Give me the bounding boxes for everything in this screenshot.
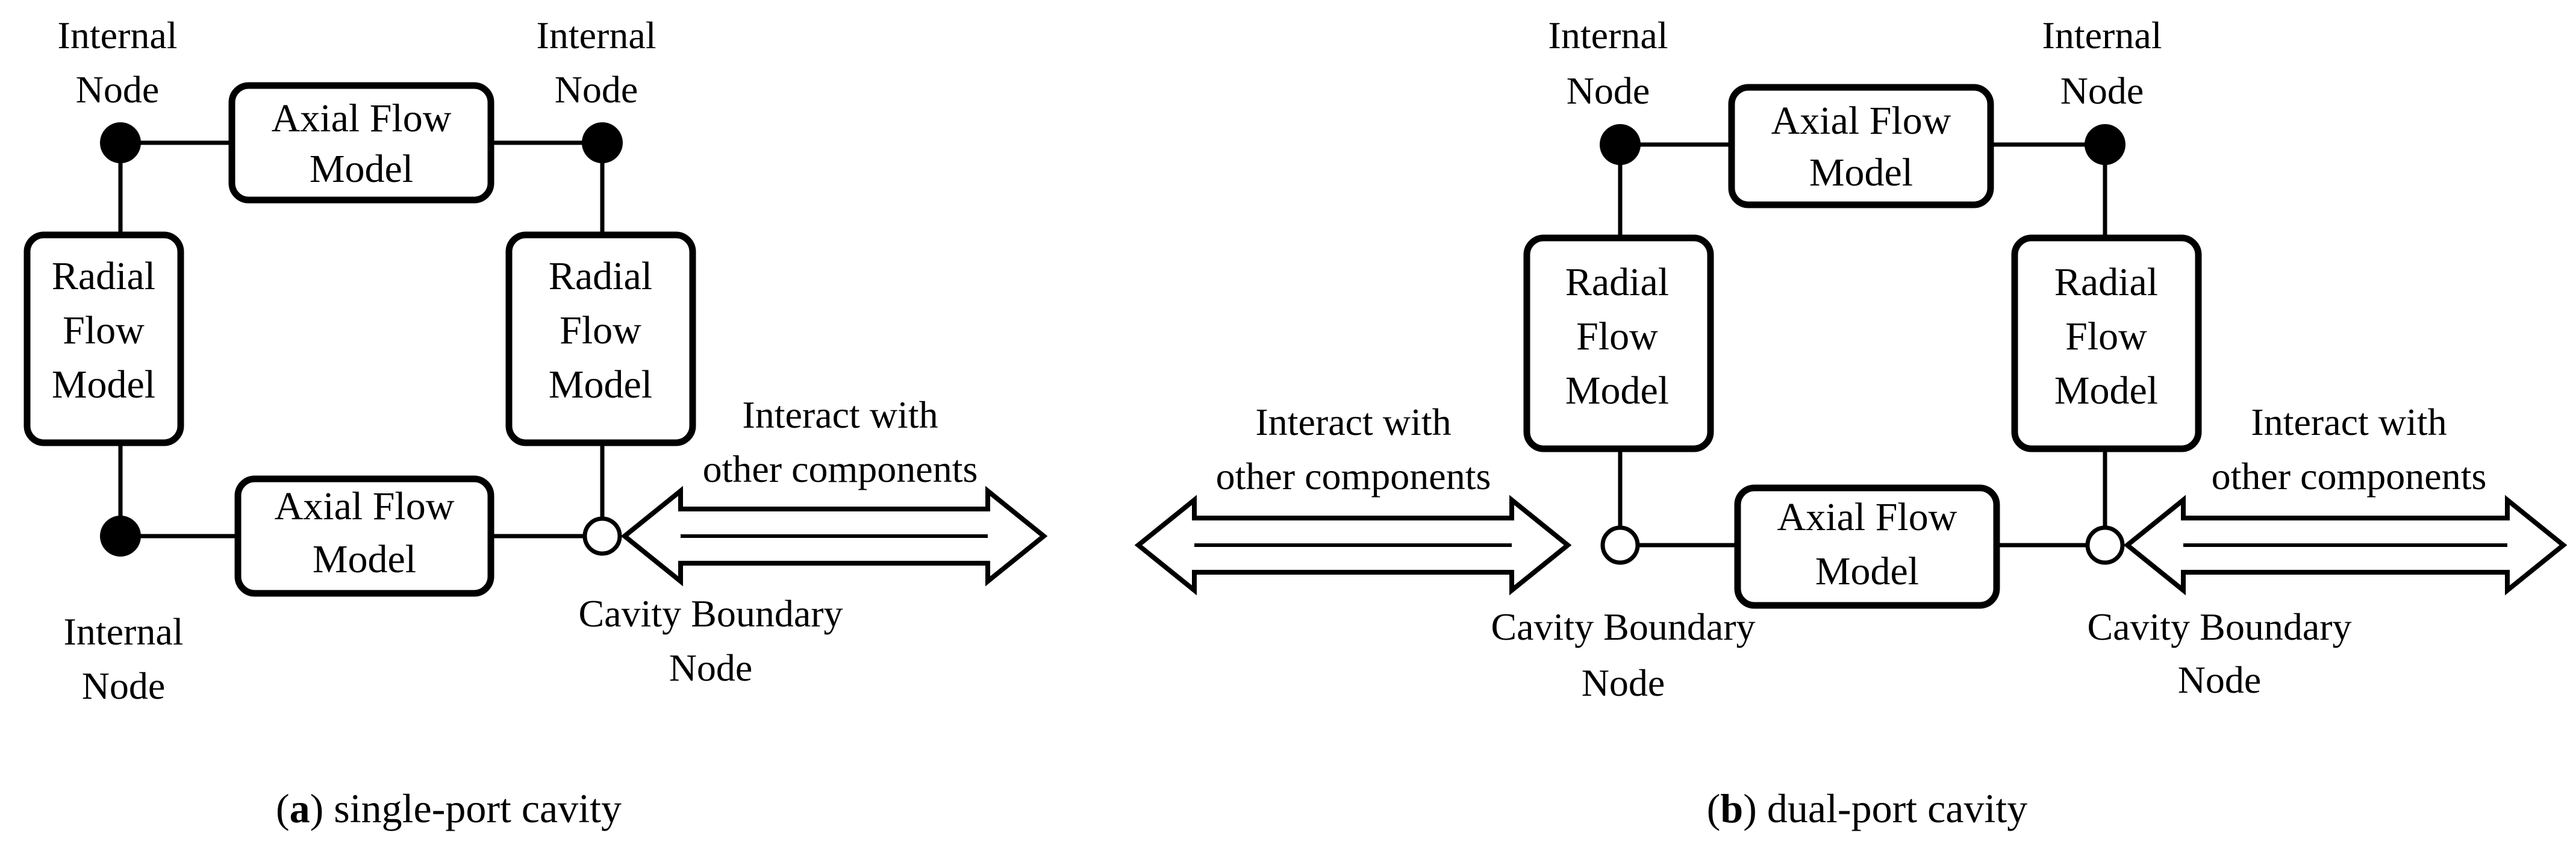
a-radial-right-line1: Radial bbox=[549, 254, 652, 298]
a-radial-right-box: Radial Flow Model bbox=[505, 231, 696, 446]
b-cavity-boundary-node-left bbox=[1600, 525, 1640, 565]
a-radial-left-line3: Model bbox=[52, 363, 155, 407]
a-axial-top-box: Axial Flow Model bbox=[228, 82, 494, 204]
a-axial-top-line1: Axial Flow bbox=[272, 96, 452, 140]
b-axial-top-line1: Axial Flow bbox=[1771, 99, 1951, 143]
b-radial-left-line3: Model bbox=[1565, 369, 1669, 413]
b-node-top-right-line2: Node bbox=[2060, 69, 2144, 112]
panel-b-dual-port-cavity: Axial Flow Model Radial Flow Model Radia… bbox=[1134, 14, 2568, 831]
a-internal-node-bottom-left bbox=[100, 516, 141, 557]
b-internal-node-top-right bbox=[2085, 124, 2125, 165]
b-radial-left-line2: Flow bbox=[1576, 314, 1658, 358]
a-boundary-line2: Node bbox=[669, 646, 753, 689]
a-internal-node-top-left bbox=[100, 122, 141, 163]
b-node-top-left-line1: Internal bbox=[1548, 14, 1668, 57]
b-caption-letter: b bbox=[1720, 785, 1743, 831]
a-node-bottom-left-line2: Node bbox=[82, 664, 166, 707]
b-radial-left-line1: Radial bbox=[1565, 260, 1669, 304]
b-interact-left-line1: Interact with bbox=[1255, 401, 1451, 443]
panel-a-single-port-cavity: Axial Flow Model Radial Flow Model Radia… bbox=[23, 14, 1048, 831]
a-radial-left-line2: Flow bbox=[63, 308, 145, 352]
b-axial-bottom-line2: Model bbox=[1815, 549, 1919, 593]
a-interact-line1: Interact with bbox=[742, 393, 938, 436]
b-boundary-right-line1: Cavity Boundary bbox=[2087, 605, 2351, 648]
b-radial-right-line2: Flow bbox=[2065, 314, 2147, 358]
a-radial-right-line2: Flow bbox=[560, 308, 641, 352]
b-double-arrow-right bbox=[2123, 495, 2568, 596]
b-radial-left-box: Radial Flow Model bbox=[1523, 234, 1714, 452]
a-boundary-line1: Cavity Boundary bbox=[578, 592, 843, 635]
b-interact-right-line2: other components bbox=[2212, 455, 2487, 498]
a-interact-line2: other components bbox=[703, 448, 978, 490]
b-internal-node-top-left bbox=[1600, 124, 1641, 165]
a-axial-bottom-box: Axial Flow Model bbox=[234, 475, 494, 597]
a-double-arrow bbox=[620, 486, 1048, 587]
b-radial-right-line1: Radial bbox=[2054, 260, 2158, 304]
a-axial-bottom-line1: Axial Flow bbox=[275, 484, 455, 528]
b-axial-top-line2: Model bbox=[1809, 151, 1913, 195]
a-caption-letter: a bbox=[290, 785, 310, 831]
b-boundary-left-line1: Cavity Boundary bbox=[1491, 605, 1755, 648]
b-caption: (b) dual-port cavity bbox=[1707, 785, 2028, 831]
b-interact-right-line1: Interact with bbox=[2251, 401, 2447, 443]
a-node-top-right-line2: Node bbox=[555, 68, 638, 111]
a-node-top-right-line1: Internal bbox=[537, 14, 656, 57]
b-node-top-right-line1: Internal bbox=[2042, 14, 2162, 57]
b-boundary-right-line2: Node bbox=[2178, 658, 2262, 701]
b-radial-right-box: Radial Flow Model bbox=[2011, 234, 2202, 452]
b-double-arrow-left bbox=[1134, 495, 1572, 596]
b-axial-bottom-line1: Axial Flow bbox=[1777, 495, 1957, 539]
b-caption-text: dual-port cavity bbox=[1767, 785, 2027, 831]
b-boundary-left-line2: Node bbox=[1582, 661, 1665, 704]
a-node-bottom-left-line1: Internal bbox=[64, 610, 184, 653]
b-node-top-left-line2: Node bbox=[1567, 69, 1650, 112]
a-axial-bottom-line2: Model bbox=[313, 537, 416, 581]
a-node-top-left-line1: Internal bbox=[58, 14, 178, 57]
b-cavity-boundary-node-right bbox=[2085, 525, 2125, 565]
b-radial-right-line3: Model bbox=[2054, 369, 2158, 413]
a-caption-text: single-port cavity bbox=[334, 785, 622, 831]
a-internal-node-top-right bbox=[582, 122, 623, 163]
b-axial-bottom-box: Axial Flow Model bbox=[1734, 484, 2000, 609]
a-cavity-boundary-node bbox=[582, 516, 622, 556]
a-radial-right-line3: Model bbox=[549, 363, 652, 407]
a-node-top-left-line2: Node bbox=[76, 68, 160, 111]
b-interact-left-line2: other components bbox=[1216, 455, 1491, 498]
b-axial-top-box: Axial Flow Model bbox=[1728, 84, 1994, 208]
a-axial-top-line2: Model bbox=[310, 147, 413, 191]
a-radial-left-line1: Radial bbox=[52, 254, 155, 298]
a-caption: (a) single-port cavity bbox=[276, 785, 622, 831]
a-radial-left-box: Radial Flow Model bbox=[23, 231, 184, 446]
